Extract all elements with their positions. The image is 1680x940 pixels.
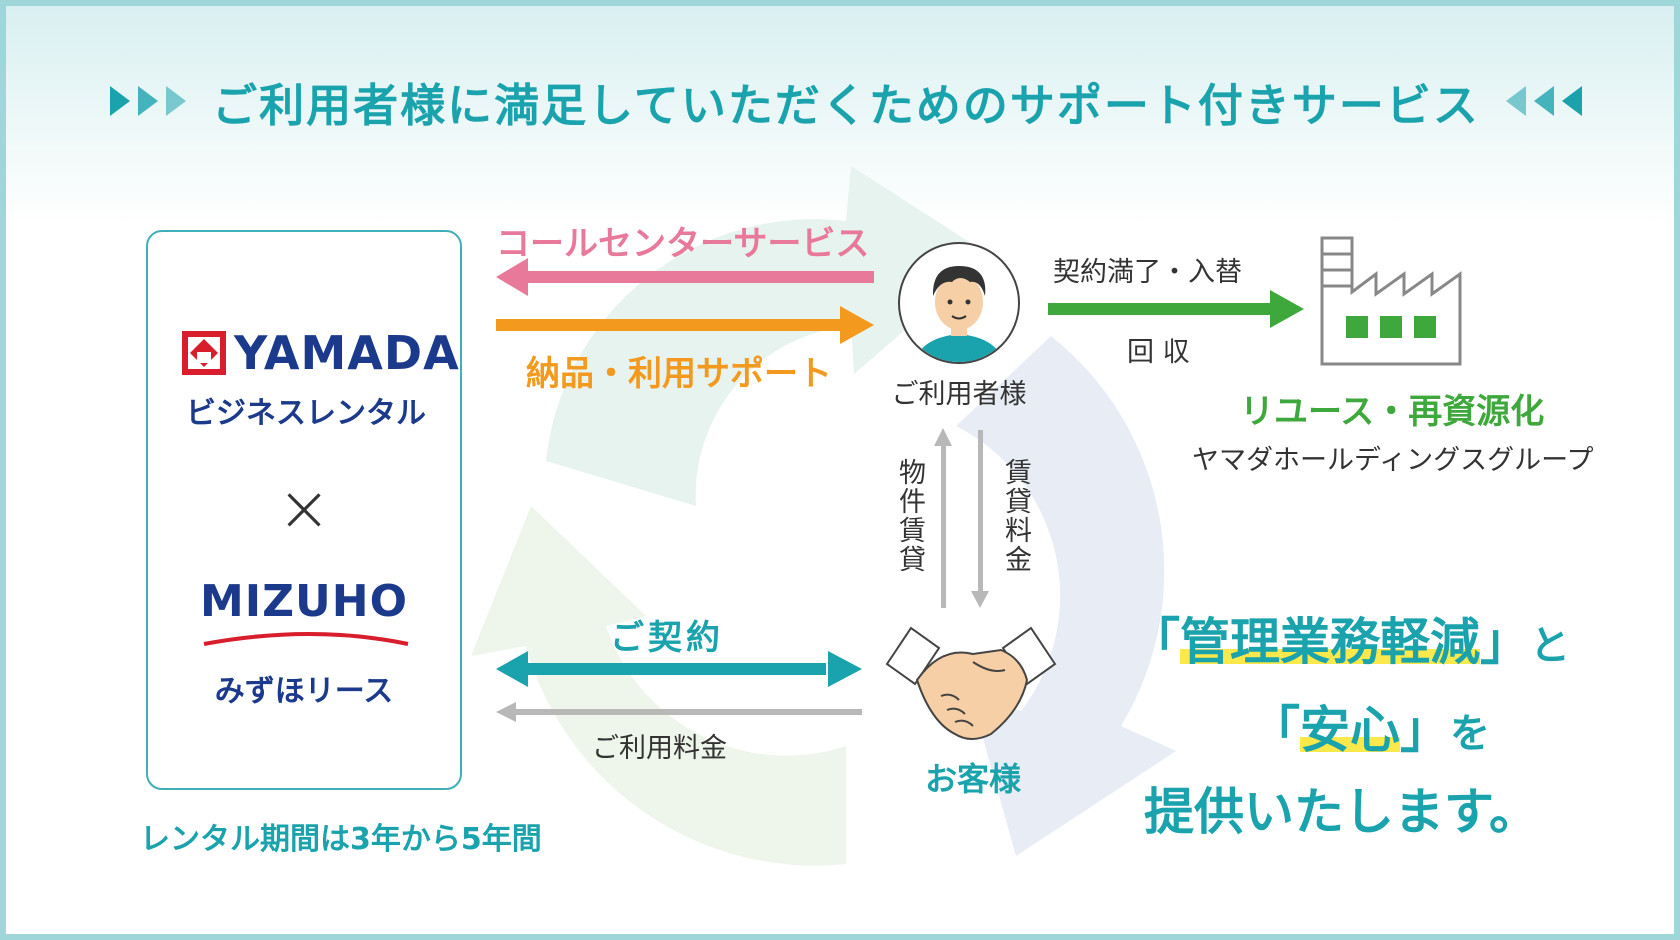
cycle-arrow-right — [956, 336, 1176, 856]
user-avatar-icon — [898, 242, 1020, 364]
usage-fee-label: ご利用料金 — [592, 733, 727, 764]
property-rental-arrow — [934, 428, 952, 608]
bracket-close-2: 」 — [1400, 701, 1450, 759]
contract-end-arrow — [1048, 290, 1304, 328]
mizuho-subtitle: みずほリース — [214, 674, 394, 709]
times-sign: × — [277, 472, 331, 546]
usage-fee-arrow — [496, 702, 862, 722]
title-left-triangles — [110, 86, 187, 116]
factory-icon — [1320, 236, 1462, 366]
particle-1: と — [1530, 623, 1570, 669]
yamada-subtitle: ビジネスレンタル — [186, 396, 426, 431]
call-center-label: コールセンターサービス — [496, 224, 870, 264]
rental-fee-arrow — [971, 430, 989, 608]
user-label: ご利用者様 — [891, 379, 1027, 410]
call-center-arrow — [496, 258, 874, 296]
delivery-support-label: 納品・利用サポート — [526, 354, 832, 394]
contract-end-label: 契約満了・入替 — [1053, 257, 1242, 288]
rental-fee-label: 賃貸料金 — [1000, 458, 1031, 574]
contract-label: ご契約 — [610, 618, 724, 658]
partner-box: YAMADA ビジネスレンタル × MIZUHO みずほリース — [146, 230, 462, 790]
title-row: ご利用者様に満足していただくためのサポート付きサービス — [6, 68, 1674, 134]
recycle-group: ヤマダホールディングスグループ — [1192, 445, 1594, 476]
page-title: ご利用者様に満足していただくためのサポート付きサービス — [212, 78, 1480, 132]
property-rental-label: 物件賃貸 — [894, 458, 925, 574]
message-line-1: 「管理業務軽減」と — [1130, 602, 1570, 674]
yamada-mark-icon — [182, 331, 226, 375]
title-right-triangles — [1505, 86, 1582, 116]
mizuho-swoosh-icon — [203, 632, 409, 646]
mizuho-logo-text: MIZUHO — [199, 576, 409, 627]
highlight-1: 管理業務軽減 — [1180, 613, 1480, 671]
bracket-open-2: 「 — [1250, 701, 1300, 759]
bracket-open-1: 「 — [1130, 613, 1180, 671]
cycle-arrow-top — [546, 166, 991, 506]
cycle-arrow-left — [471, 506, 846, 866]
bracket-close-1: 」 — [1480, 613, 1530, 671]
particle-2: を — [1450, 711, 1490, 757]
handshake-icon — [885, 626, 1057, 740]
contract-arrow — [496, 651, 862, 687]
rental-period-note: レンタル期間は3年から5年間 — [140, 822, 542, 857]
recycle-title: リユース・再資源化 — [1240, 392, 1545, 432]
customer-label: お客様 — [924, 760, 1021, 798]
collection-label: 回 収 — [1127, 337, 1190, 368]
yamada-logo-text: YAMADA — [234, 326, 460, 380]
delivery-support-arrow — [496, 306, 874, 344]
highlight-2: 安心 — [1300, 701, 1400, 759]
flow-arrows — [496, 258, 1304, 722]
message-line-3: 提供いたします。 — [1144, 783, 1539, 841]
message-line-2: 「安心」を — [1250, 690, 1490, 762]
cycle-background — [471, 166, 1176, 866]
